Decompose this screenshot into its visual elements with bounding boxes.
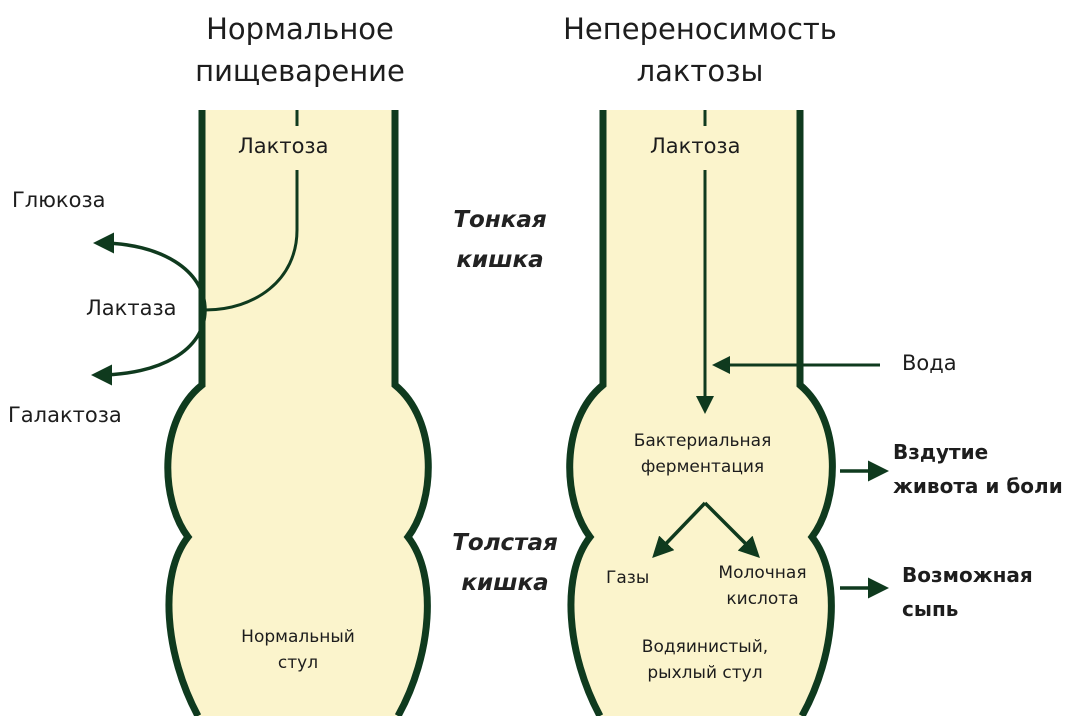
title-line: пищеварение [195,54,405,88]
galactose-label: Галактоза [8,403,122,427]
text-line: живота и боли [893,474,1063,498]
possible-rash-label: Возможная сыпь [902,558,1033,626]
text-line: кислота [726,589,799,609]
glucose-label: Глюкоза [12,188,106,212]
text-line: ферментация [640,457,765,477]
bacterial-fermentation-label: Бактериальная ферментация [610,428,795,480]
title-line: Нормальное [206,12,394,46]
text-line: Водяинистый, [641,637,769,657]
text-line: Толстая [452,530,558,556]
watery-stool-label: Водяинистый, рыхлый стул [615,634,795,686]
lactose-label-right: Лактоза [650,134,741,158]
normal-intestine-left-wall [164,110,206,716]
text-line: Возможная [902,563,1033,587]
bloating-pain-label: Вздутие живота и боли [893,435,1063,503]
text-line: Молочная [718,563,807,583]
text-line: рыхлый стул [647,663,763,683]
text-line: сыпь [902,597,959,621]
galactose-arrow [91,309,207,386]
lactose-label-left: Лактоза [238,134,329,158]
gases-arrow [652,501,707,559]
title-line: лактозы [636,54,764,88]
glucose-arrow [93,232,207,311]
text-line: стул [277,653,319,673]
text-line: кишка [461,570,549,596]
intolerance-intestine-left-wall [566,110,607,716]
normal-stool-label: Нормальный стул [218,624,378,676]
water-label: Вода [902,351,957,375]
normal-digestion-title: Нормальное пищеварение [180,8,420,92]
small-intestine-label: Тонкая кишка [430,200,570,280]
lactic-acid-label: Молочная кислота [700,560,825,612]
intolerance-intestine-fill [569,110,833,716]
text-line: Нормальный [241,627,355,647]
text-line: Бактериальная [633,431,772,451]
lactic-acid-arrow [703,501,760,558]
large-intestine-label: Толстая кишка [430,523,580,603]
text-line: Тонкая [453,207,547,233]
text-line: кишка [456,247,544,273]
text-line: Вздутие [893,440,989,464]
lactose-intolerance-title: Непереносимость лактозы [545,8,855,92]
lactase-label: Лактаза [86,296,177,320]
normal-intestine-right-wall [391,110,432,716]
lactose-to-lactase-path [204,170,299,312]
title-line: Непереносимость [563,12,837,46]
normal-intestine-fill [167,110,429,716]
intolerance-intestine-right-wall [796,110,836,716]
gases-label: Газы [606,568,650,588]
